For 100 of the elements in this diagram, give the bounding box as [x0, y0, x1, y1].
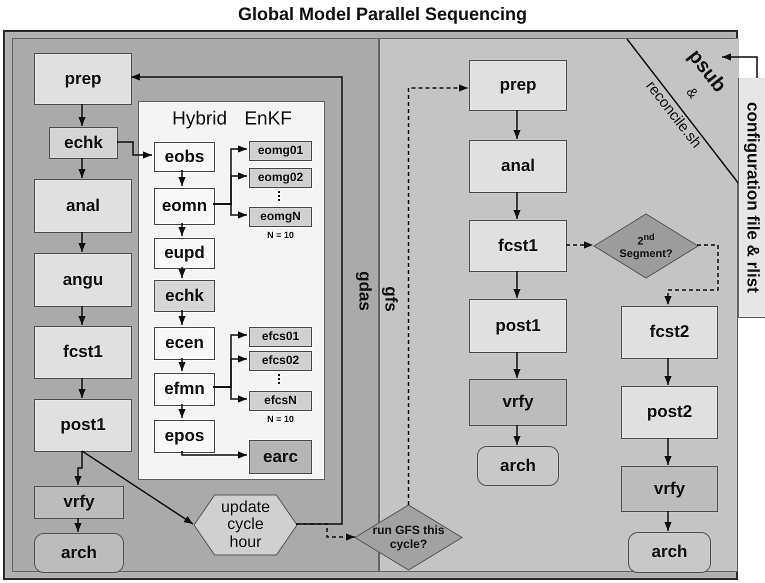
arrow: [78, 306, 86, 325]
arrow: [74, 518, 82, 532]
arrow: [131, 73, 343, 525]
arrow: [74, 451, 83, 485]
process-box: [249, 141, 312, 161]
hexagon-box: [194, 495, 297, 555]
box-label: epos: [164, 427, 204, 446]
arrow: [181, 451, 247, 459]
decision-diamond: [594, 214, 698, 278]
note-text: N = 10: [266, 230, 295, 240]
box-label: update cycle hour: [220, 498, 271, 552]
arrow: [82, 450, 194, 525]
arrow: [664, 511, 672, 531]
box-label: vrfy: [502, 393, 534, 412]
box-label: fcst1: [498, 236, 538, 256]
box-label: eomg01: [258, 144, 304, 158]
process-box: [249, 351, 312, 371]
arrow: [513, 110, 521, 139]
box-label: efcs01: [262, 330, 300, 344]
box-label: prep: [500, 76, 536, 95]
process-box: [469, 140, 567, 193]
process-box: [34, 179, 132, 233]
arrow: [213, 386, 247, 403]
decision-label: 2$^{nd}$ Segment?: [618, 232, 674, 260]
terminal-box: [477, 446, 559, 486]
box-label: arch: [652, 543, 688, 562]
box-label: ecen: [165, 334, 204, 353]
process-box: [469, 60, 567, 111]
process-box: [34, 399, 132, 452]
arrow: [513, 271, 521, 298]
process-box: [154, 327, 215, 360]
box-label: echk: [64, 134, 103, 152]
arrow: [664, 244, 719, 305]
process-box: [154, 142, 215, 172]
arrow: [513, 352, 521, 378]
terminal-box: [628, 532, 711, 573]
corner-triangle: [627, 39, 739, 184]
box-label: eobs: [164, 148, 204, 166]
note-text: N = 10: [266, 414, 295, 424]
panel-label: gfs: [380, 286, 400, 312]
process-box: [49, 127, 118, 159]
box-label: prep: [64, 70, 102, 88]
box-label: post2: [646, 403, 692, 422]
arrow: [78, 232, 86, 252]
arrow: [513, 425, 521, 445]
box-label: efcs02: [262, 354, 300, 368]
process-box: [154, 373, 215, 406]
arrow: [178, 223, 186, 236]
arrow: [117, 141, 152, 159]
box-label: arch: [500, 456, 536, 476]
arrow: [513, 192, 521, 219]
box-label: anal: [500, 157, 536, 176]
process-box: [34, 486, 124, 519]
box-label: vrfy: [654, 480, 686, 498]
arrow: [78, 158, 86, 178]
arrow: [566, 241, 593, 249]
process-box: [469, 220, 567, 272]
process-box: [249, 440, 312, 474]
box-label: fcst1: [63, 343, 103, 362]
process-box: [469, 379, 567, 426]
process-box: [154, 188, 215, 225]
panel-label: configuration file & rlist: [742, 102, 762, 293]
box-label: efmn: [164, 380, 205, 399]
process-box: [154, 280, 215, 312]
decision-diamond: [355, 505, 462, 570]
process-box: [621, 466, 718, 512]
arrow: [213, 203, 247, 219]
arrow: [178, 358, 186, 371]
arrow: [178, 267, 186, 278]
decision-label: run GFS this cycle?: [372, 524, 446, 551]
box-label: earc: [263, 448, 298, 466]
box-label: eomn: [162, 197, 208, 216]
arrow: [178, 404, 186, 418]
box-label: vrfy: [63, 493, 95, 512]
box-label: angu: [62, 270, 104, 290]
diagram-title: Global Model Parallel Sequencing: [236, 4, 528, 25]
arrow: [178, 170, 186, 186]
process-box: [621, 306, 718, 359]
box-label: arch: [61, 544, 97, 562]
process-box: [34, 53, 132, 105]
process-box: [154, 420, 215, 453]
terminal-box: [34, 533, 124, 573]
box-label: post1: [60, 416, 106, 435]
box-label: anal: [66, 196, 100, 216]
arrow: [78, 104, 86, 126]
arrow: [296, 523, 355, 541]
arrow: [664, 358, 672, 385]
process-box: [154, 238, 215, 269]
process-box: [249, 327, 312, 347]
arrow: [178, 310, 186, 325]
arrow: [722, 53, 758, 78]
process-box: [621, 386, 718, 439]
box-label: echk: [165, 286, 204, 306]
process-box: [469, 299, 567, 353]
arrow: [664, 438, 672, 465]
arrow: [78, 378, 86, 398]
panel-label: gdas: [354, 271, 374, 311]
box-label: eomg02: [258, 171, 304, 185]
box-label: eupd: [164, 244, 205, 263]
box-label: fcst2: [650, 323, 690, 342]
